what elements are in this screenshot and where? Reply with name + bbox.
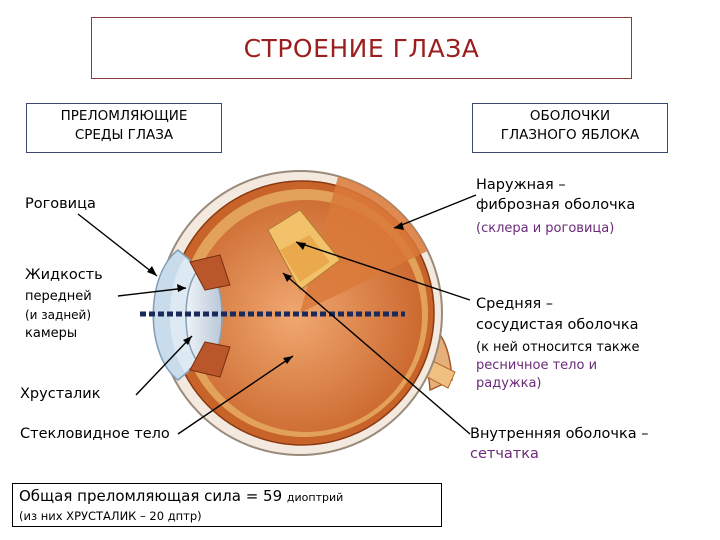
page-title: СТРОЕНИЕ ГЛАЗА bbox=[91, 17, 632, 79]
label-cornea: Роговица bbox=[25, 196, 96, 212]
eyeball-layers-header: ОБОЛОЧКИ ГЛАЗНОГО ЯБЛОКА bbox=[472, 103, 668, 153]
refractive-media-header-line2: СРЕДЫ ГЛАЗА bbox=[74, 127, 174, 143]
pointer-fluid bbox=[117, 287, 187, 297]
label-middle-layer-line2: сосудистая оболочка bbox=[476, 317, 639, 333]
pointer-cornea bbox=[77, 213, 158, 277]
label-middle-layer-line1: Средняя – bbox=[476, 296, 554, 312]
label-lens: Хрусталик bbox=[20, 386, 101, 402]
label-middle-layer-line5: радужка) bbox=[476, 376, 542, 391]
refractive-power-note: Общая преломляющая сила = 59 диоптрий (и… bbox=[12, 483, 442, 527]
label-fluid-line3: (и задней) bbox=[25, 308, 92, 322]
label-outer-layer-line1: Наружная – bbox=[476, 177, 566, 193]
refractive-power-unit: диоптрий bbox=[286, 491, 344, 504]
pointer-lines bbox=[77, 194, 477, 435]
label-inner-layer-line1: Внутренняя оболочка – bbox=[470, 426, 649, 442]
pointer-outer bbox=[393, 194, 477, 229]
pointer-inner bbox=[282, 272, 471, 435]
label-fluid-line2: передней bbox=[25, 289, 92, 304]
pointer-vitreous bbox=[177, 355, 294, 435]
layer-cutaway bbox=[267, 171, 442, 313]
label-inner-layer-line2: сетчатка bbox=[470, 446, 539, 462]
eyeball-layers-header-line1: ОБОЛОЧКИ bbox=[529, 108, 611, 124]
refractive-power-main: Общая преломляющая сила = 59 bbox=[19, 487, 283, 505]
label-vitreous-body: Стекловидное тело bbox=[20, 426, 170, 442]
refractive-media-header: ПРЕЛОМЛЯЮЩИЕ СРЕДЫ ГЛАЗА bbox=[26, 103, 222, 153]
iris-lower bbox=[189, 341, 231, 378]
iris-upper bbox=[189, 254, 231, 291]
pointer-arrowheads bbox=[147, 222, 404, 364]
label-fluid-line4: камеры bbox=[25, 326, 78, 341]
label-middle-layer-line4: ресничное тело и bbox=[476, 358, 598, 373]
refractive-power-lens-note: (из них ХРУСТАЛИК – 20 дптр) bbox=[19, 509, 202, 523]
label-outer-layer-line3: (склера и роговица) bbox=[476, 221, 615, 236]
pointer-middle bbox=[295, 241, 471, 301]
pointer-lens bbox=[135, 335, 193, 396]
eyeball-layers-header-line2: ГЛАЗНОГО ЯБЛОКА bbox=[500, 127, 640, 143]
label-outer-layer-line2: фиброзная оболочка bbox=[476, 197, 636, 213]
refractive-media-header-line1: ПРЕЛОМЛЯЮЩИЕ bbox=[60, 108, 188, 124]
label-middle-layer-line3: (к ней относится также bbox=[476, 340, 640, 355]
label-fluid-line1: Жидкость bbox=[25, 267, 103, 283]
